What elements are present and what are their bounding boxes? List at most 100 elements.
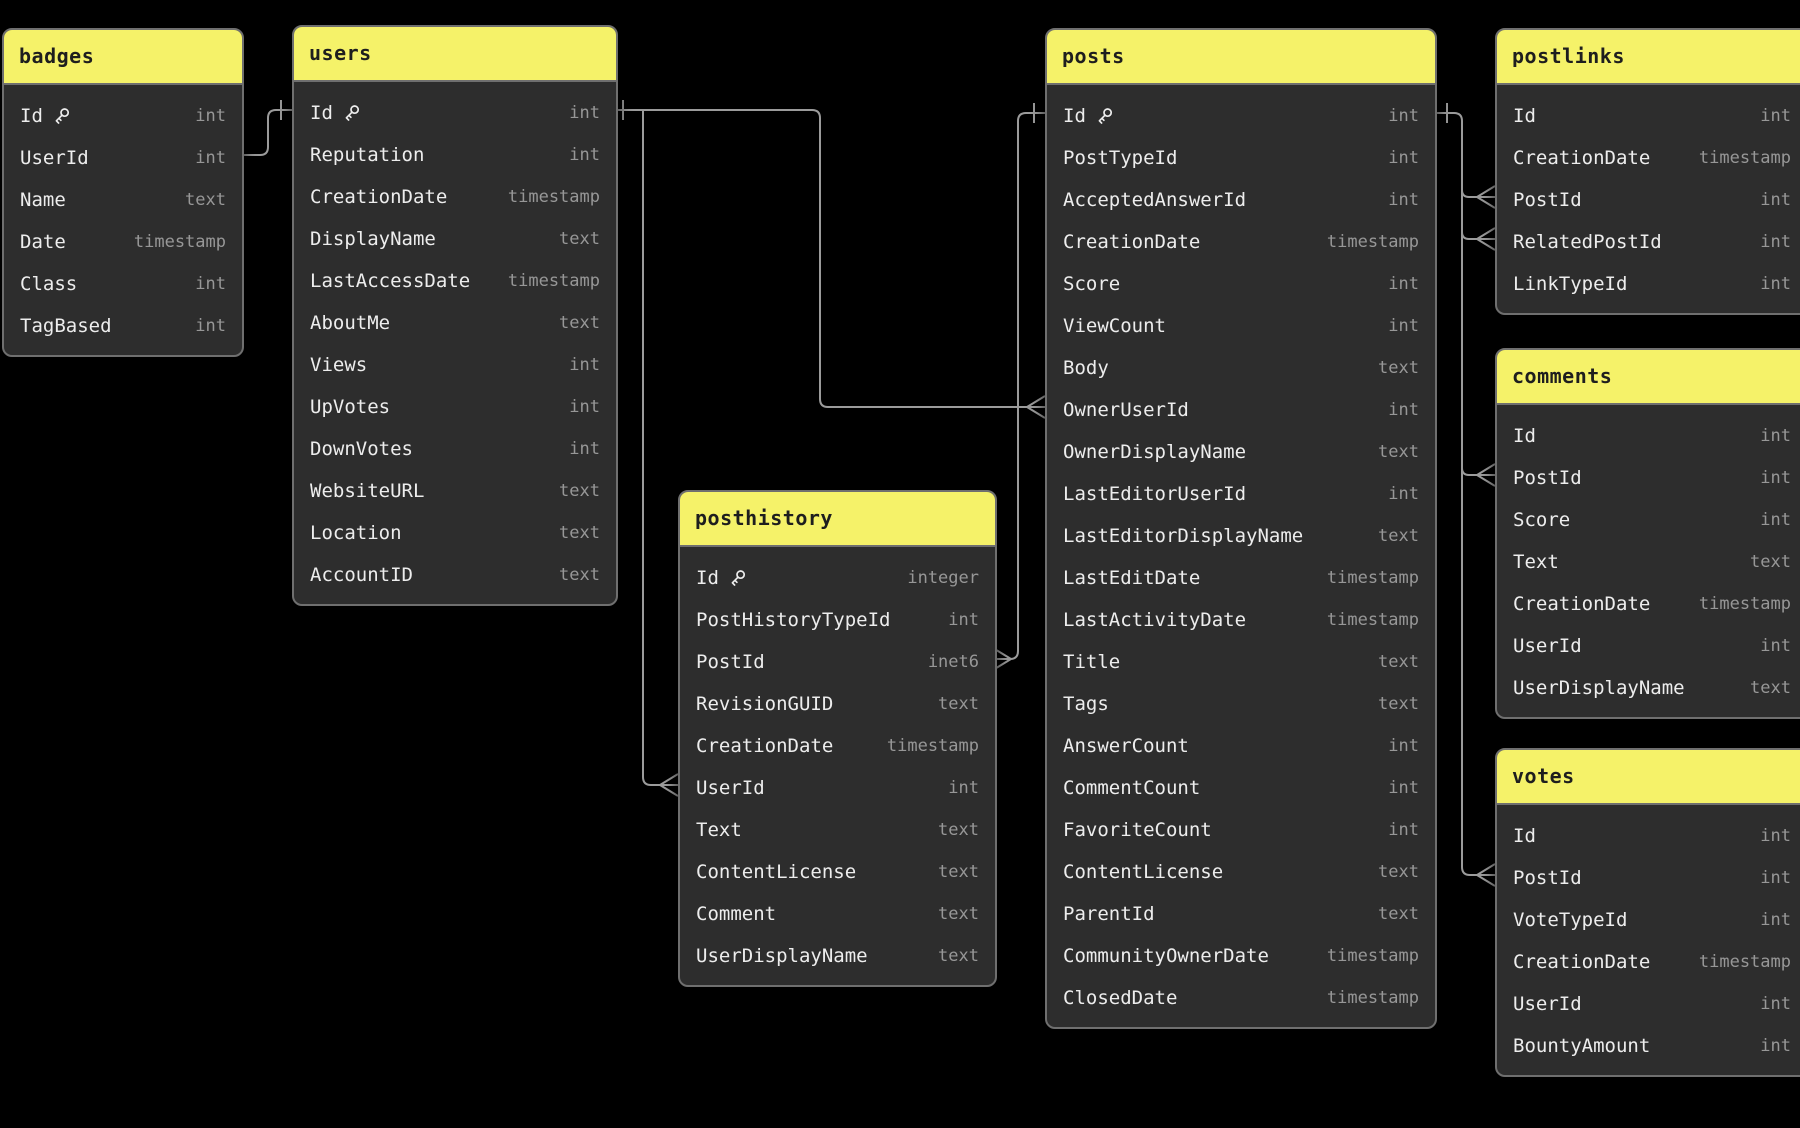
table-header[interactable]: votes [1497,750,1800,805]
column-type: int [195,148,226,168]
column-type: text [1378,862,1419,882]
column-name: UserDisplayName [696,945,868,967]
column-type: int [1388,484,1419,504]
column-name: CreationDate [1513,593,1651,615]
column-type: timestamp [886,736,979,756]
table-header[interactable]: comments [1497,350,1800,405]
column-type: timestamp [1698,594,1791,614]
table-header[interactable]: users [294,27,616,82]
table-row[interactable]: CreationDate timestamp [1497,583,1800,625]
column-type: int [1388,820,1419,840]
column-name: UpVotes [310,396,391,418]
table-header[interactable]: posthistory [680,492,995,547]
relationship-line [1026,395,1046,419]
column-type: text [559,313,600,333]
column-type: int [1760,910,1791,930]
table-title: badges [19,44,95,68]
column-name: Id [1513,825,1536,847]
table-header[interactable]: posts [1047,30,1435,85]
column-name: Tags [1063,693,1109,715]
column-name: CreationDate [1513,147,1651,169]
column-name: UserDisplayName [1513,677,1685,699]
table-header[interactable]: postlinks [1497,30,1800,85]
table-header[interactable]: badges [4,30,242,85]
